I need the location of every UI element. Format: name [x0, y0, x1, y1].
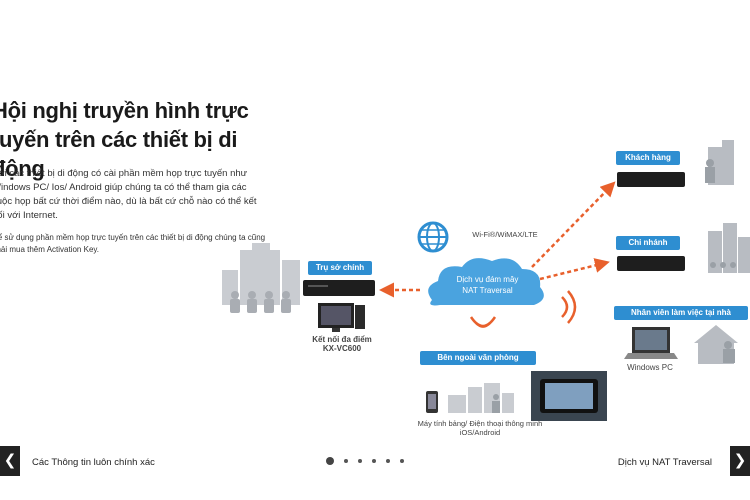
tablet-photo-icon	[531, 371, 607, 421]
wifi-label: Wi-Fi®/WiMAX/LTE	[472, 230, 538, 239]
branch-tag: Chi nhánh	[616, 236, 680, 250]
house-icon	[694, 325, 738, 364]
outside-office-tag: Bên ngoài văn phòng	[420, 351, 536, 365]
next-slide-button[interactable]: ❯	[730, 446, 750, 476]
next-slide-label[interactable]: Dịch vụ NAT Traversal	[617, 457, 712, 468]
pagination-dot[interactable]	[326, 457, 334, 465]
laptop-icon	[624, 327, 678, 359]
slide-title: Hội nghị truyền hình trực tuyến trên các…	[0, 98, 249, 181]
pagination-dot[interactable]	[400, 459, 404, 463]
headquarters-tag: Trụ sở chính	[308, 261, 372, 275]
slide-description: Với các thiết bị di động có cài phần mềm…	[0, 168, 257, 221]
slide-pagination	[326, 457, 404, 465]
pagination-dot[interactable]	[372, 459, 376, 463]
windows-pc-label: Windows PC	[627, 363, 673, 372]
mobile-devices-caption: Máy tính bảng/ Điện thoại thông minh iOS…	[417, 419, 543, 437]
slide-note: Để sử dụng phần mềm họp trực tuyến trên …	[0, 233, 266, 254]
connection-arrows	[379, 181, 616, 298]
device-caption: Kết nối đa điểm KX-VC600	[312, 335, 372, 353]
globe-icon	[417, 221, 449, 253]
phone-icon	[426, 391, 438, 413]
pagination-dot[interactable]	[386, 459, 390, 463]
prev-slide-button[interactable]: ❮	[0, 446, 20, 476]
people-silhouettes-icon	[230, 291, 291, 313]
monitor-icon	[318, 303, 365, 332]
city-skyline-icon	[448, 383, 514, 413]
customer-device-icon	[617, 172, 685, 187]
pagination-dot[interactable]	[344, 459, 348, 463]
chevron-right-icon: ❯	[733, 452, 747, 469]
branch-device-icon	[617, 256, 685, 271]
diagram-graphics	[222, 140, 750, 421]
chevron-left-icon: ❮	[3, 452, 17, 469]
customer-tag: Khách hàng	[616, 151, 680, 165]
home-worker-tag: Nhân viên làm việc tại nhà	[614, 306, 748, 320]
cloud-label: Dịch vụ đám mây NAT Traversal	[456, 275, 519, 295]
wireless-signal-icon	[469, 290, 577, 328]
prev-slide-label[interactable]: Các Thông tin luôn chính xác	[32, 457, 155, 468]
pagination-dot[interactable]	[358, 459, 362, 463]
kx-vc600-device-icon	[303, 280, 375, 296]
customer-building-icon	[705, 140, 734, 185]
network-diagram: Trụ sở chính Kết nối đa điểm KX-VC600 Wi…	[200, 135, 750, 445]
branch-building-icon	[708, 223, 750, 273]
cloud-icon	[428, 258, 544, 306]
